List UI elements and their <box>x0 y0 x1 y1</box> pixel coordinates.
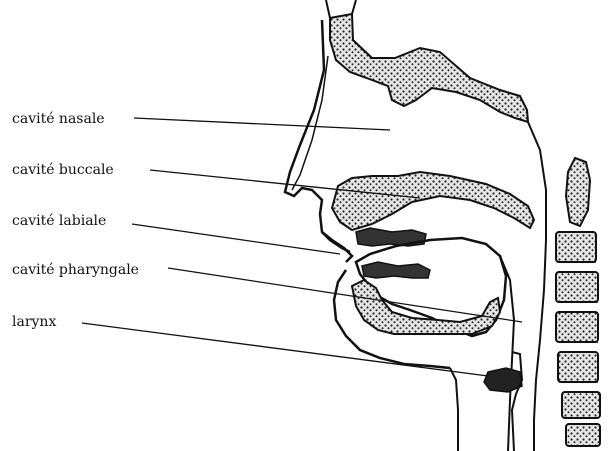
label-nasal-cavity: cavité nasale <box>12 110 105 128</box>
lower-teeth <box>362 262 430 278</box>
leader-line-labial <box>132 224 340 254</box>
leader-line-pharyngeal <box>168 268 522 322</box>
spine <box>556 158 600 446</box>
label-pharyngeal-cavity: cavité pharyngale <box>12 261 139 279</box>
label-larynx: larynx <box>12 313 56 331</box>
leader-line-nasal <box>134 118 390 130</box>
neck-front <box>450 368 458 451</box>
pharynx-back-wall <box>528 122 546 451</box>
nasal-bone <box>330 14 528 122</box>
label-labial-cavity: cavité labiale <box>12 212 106 230</box>
hard-palate <box>332 172 534 230</box>
upper-lip <box>322 232 352 262</box>
larynx-structure <box>484 368 522 392</box>
label-buccal-cavity: cavité buccale <box>12 161 114 179</box>
vocal-folds <box>512 352 522 451</box>
